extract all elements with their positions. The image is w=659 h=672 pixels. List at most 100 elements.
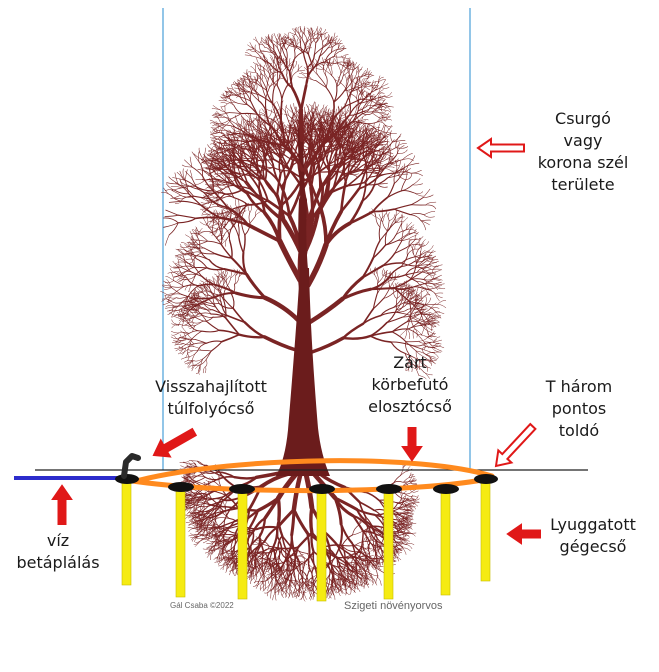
tree-branch: [357, 69, 362, 73]
tree-branch: [247, 274, 265, 297]
tree-branch: [310, 299, 343, 322]
tree-branch: [193, 350, 201, 351]
tree-branch: [192, 351, 197, 360]
tree-root: [355, 542, 365, 546]
tree-branch: [298, 27, 299, 34]
tree-branch: [194, 321, 203, 323]
tree-branch: [242, 113, 258, 114]
tree-branch: [184, 260, 193, 268]
tree-branch: [392, 332, 406, 342]
tree-branch: [243, 235, 245, 253]
tree-branch: [370, 101, 372, 108]
tree-branch: [421, 289, 422, 298]
tree-branch: [402, 180, 406, 191]
tree-branch: [432, 314, 441, 316]
tree-branch: [389, 215, 394, 221]
tree-branch: [234, 105, 242, 113]
tree-branch: [172, 188, 182, 191]
tree-branch: [396, 225, 401, 236]
tree-branch: [283, 50, 287, 59]
tree-branch: [390, 131, 392, 143]
tree-branch: [402, 224, 403, 232]
tree-branch: [333, 33, 335, 41]
tree-branch: [400, 329, 407, 335]
tree-branch: [414, 193, 424, 196]
tree-branch: [298, 70, 305, 71]
tree-branch: [437, 288, 445, 289]
tree-branch: [422, 292, 428, 299]
tree-branch: [337, 64, 340, 74]
tree-branch: [187, 333, 195, 339]
tree-root: [278, 498, 279, 520]
tree-root: [300, 552, 308, 554]
tree-branch: [349, 174, 358, 177]
tree-branch: [344, 74, 347, 81]
tree-branch: [332, 75, 337, 86]
tree-root: [332, 591, 335, 600]
tree-branch: [165, 308, 173, 309]
tree-branch: [430, 303, 436, 309]
tree-branch: [371, 81, 378, 85]
tree-root: [294, 510, 307, 533]
tree-branch: [343, 57, 349, 59]
tree-branch: [239, 238, 244, 253]
tree-branch: [250, 205, 252, 213]
tree-branch: [163, 301, 171, 305]
tree-branch: [423, 189, 430, 197]
tree-branch: [204, 248, 215, 254]
tree-root: [196, 505, 208, 506]
tree-branch: [372, 113, 378, 117]
tree-branch: [292, 71, 298, 77]
tree-branch: [273, 87, 275, 103]
tree-branch: [209, 260, 224, 269]
tree-branch: [172, 324, 180, 328]
tree-branch: [185, 274, 196, 275]
tree-branch: [198, 241, 208, 245]
tree-branch: [435, 282, 442, 284]
tree-branch: [272, 75, 276, 80]
tree-branch: [308, 245, 326, 285]
tree-branch: [334, 57, 343, 58]
tree-branch: [292, 88, 301, 110]
tree-root: [269, 546, 282, 548]
tree-branch: [297, 39, 298, 44]
tree-branch: [398, 217, 405, 221]
tree-branch: [426, 202, 436, 205]
tree-branch: [380, 229, 390, 241]
tree-branch: [411, 198, 423, 205]
tree-branch: [164, 218, 179, 223]
tree-branch: [188, 349, 193, 351]
tree-branch: [343, 336, 370, 339]
tree-branch: [192, 167, 203, 176]
tree-branch: [201, 350, 212, 351]
tree-branch: [265, 298, 298, 320]
tree-branch: [172, 287, 184, 288]
tree-branch: [171, 272, 174, 280]
tree-branch: [321, 33, 322, 39]
tree-branch: [316, 67, 319, 77]
tree-branch: [172, 333, 179, 335]
tree-branch: [435, 294, 439, 301]
tree-branch: [388, 212, 390, 220]
tree-branch: [326, 87, 334, 102]
tree-branch: [188, 351, 194, 353]
tree-branch: [207, 302, 219, 303]
tree-branch: [407, 329, 410, 339]
tree-branch: [343, 324, 363, 338]
tree-branch: [325, 62, 336, 63]
tree-branch: [252, 56, 261, 58]
tree-branch: [164, 188, 171, 195]
tree-root: [279, 557, 283, 563]
tree-branch: [189, 365, 196, 368]
tree-branch: [197, 288, 202, 293]
tree-root: [217, 472, 219, 478]
tree-branch: [203, 315, 213, 317]
tree-branch: [278, 44, 283, 50]
tree-branch: [196, 217, 220, 218]
tree-root: [362, 531, 363, 545]
tree-branch: [282, 87, 287, 102]
tree-branch: [373, 209, 394, 211]
tree-branch: [334, 91, 344, 102]
tree-branch: [370, 336, 391, 342]
tree-branch: [425, 297, 426, 305]
